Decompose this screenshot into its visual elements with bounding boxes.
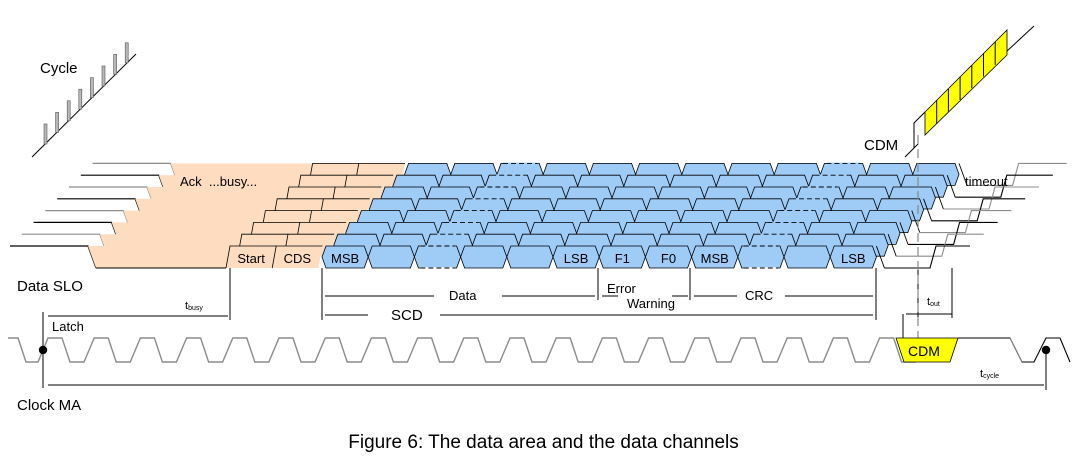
cycle-pulse [43, 123, 48, 145]
pre-block-label: CDS [284, 251, 312, 266]
tail-edge [946, 175, 956, 198]
cycle-end-dot [1041, 345, 1051, 355]
warning-label: Warning [627, 296, 675, 311]
data-block [829, 245, 877, 269]
t-cycle-label: tcycle [980, 368, 999, 380]
cycle-pulse [78, 88, 83, 110]
cycle-pulse [101, 65, 106, 87]
idle-line [10, 245, 97, 269]
tail-edge [875, 245, 885, 269]
error-label: Error [607, 281, 637, 296]
data-slo-label: Data SLO [17, 278, 83, 295]
cycle-pulse [55, 112, 59, 133]
cdm-staircase [904, 25, 1035, 158]
cdm-stair-top [1005, 25, 1035, 53]
data-block [367, 245, 415, 269]
pre-block [226, 246, 277, 268]
data-block-label: F0 [661, 251, 676, 266]
figure-caption: Figure 6: The data area and the data cha… [348, 432, 739, 453]
data-block-label: LSB [841, 251, 866, 266]
timeout-line [931, 198, 1026, 222]
cycle-pulse [124, 42, 129, 64]
channel-row: Start CDS MSB LSB F1 F0 MSB LSB [10, 245, 970, 269]
cdm-stair-base [904, 143, 919, 158]
data-channel-stack: Start CDS MSB LSB F1 F0 MSB LSB [10, 162, 1067, 269]
timeout-line [919, 210, 1012, 234]
pre-block-edge [225, 245, 277, 269]
pre-block-edge [271, 245, 323, 269]
tail-edge [958, 163, 968, 186]
clock-wave [8, 337, 916, 363]
cdm-pulse [895, 337, 959, 363]
timing-annotations [42, 135, 1047, 390]
clock-ma-label: Clock MA [17, 397, 81, 414]
data-span-label: Data [449, 288, 477, 303]
clock-tail [958, 337, 1071, 363]
data-block-label: MSB [701, 251, 729, 266]
data-block-label: LSB [564, 251, 589, 266]
cycle-label: Cycle [40, 60, 78, 77]
ack-busy-label: Ack ...busy... [180, 174, 257, 189]
timeout-line [967, 162, 1067, 186]
data-block [783, 245, 831, 269]
data-block [460, 245, 508, 269]
pre-block-label: Start [237, 251, 265, 266]
clock-ma-signal [8, 337, 1071, 363]
data-block-label: MSB [331, 251, 359, 266]
crc-label: CRC [745, 288, 773, 303]
timeout-label: timeout [965, 174, 1008, 189]
clock-tail-gray [1009, 337, 1023, 363]
latch-label: Latch [52, 319, 84, 334]
t-out-label: tout [927, 296, 940, 308]
tail-edge [887, 234, 897, 257]
timeout-line [955, 174, 1053, 198]
timeout-line [908, 221, 998, 245]
tail-edge [899, 222, 909, 245]
cycle-pulse [66, 100, 71, 122]
data-block [737, 245, 785, 269]
cdm-clock-label: CDM [908, 343, 940, 359]
latch-dot [38, 345, 48, 355]
cycle-pulse [113, 54, 117, 75]
scd-label: SCD [391, 307, 423, 324]
tail-edge [934, 186, 944, 210]
timeout-line [884, 245, 970, 269]
t-busy-label: tbusy [185, 300, 203, 312]
tail-edge [911, 210, 921, 233]
data-block [506, 245, 554, 269]
data-block-label: F1 [615, 251, 630, 266]
busy-region [88, 246, 230, 268]
cdm-top-label: CDM [864, 137, 898, 154]
cdm-yellow-band [924, 29, 1008, 136]
cycle-pulse [90, 77, 94, 98]
pre-block [272, 246, 323, 268]
cdm-stair-step [913, 111, 926, 148]
timeout-line [943, 186, 1039, 210]
tail-edge [923, 198, 933, 221]
cycle-baseline [31, 53, 137, 158]
timeout-line [896, 233, 984, 257]
cycle-staircase [31, 42, 137, 158]
data-block [413, 245, 462, 269]
